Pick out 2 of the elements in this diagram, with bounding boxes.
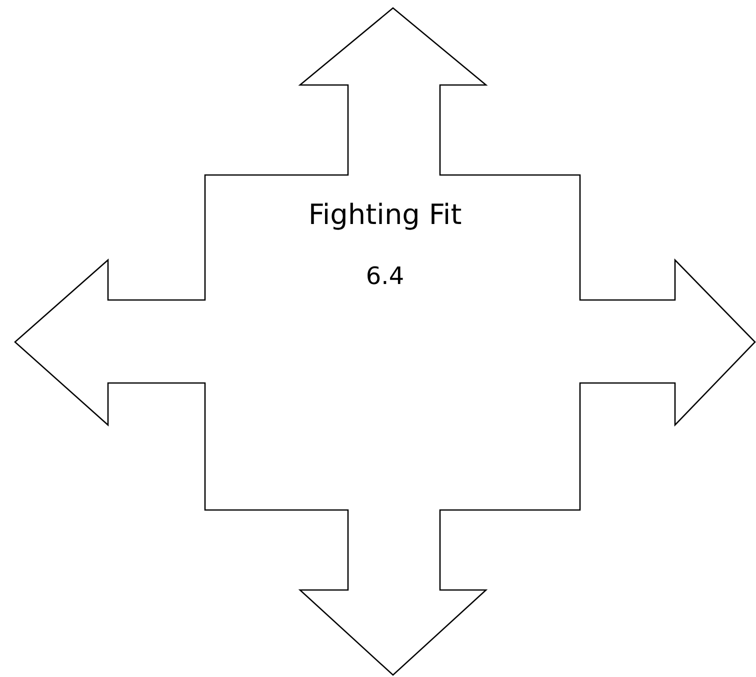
value-text: 6.4 [366,261,404,292]
heading-text: Fighting Fit [308,197,462,233]
